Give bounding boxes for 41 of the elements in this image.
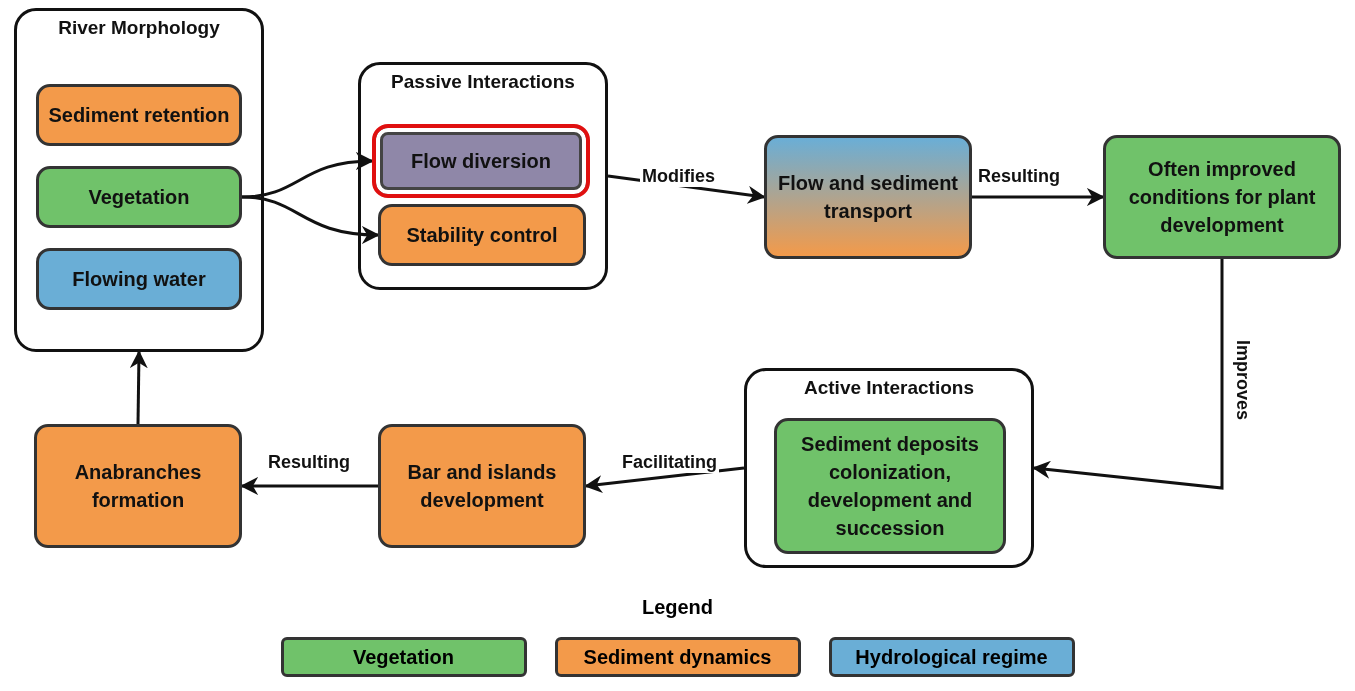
node-label: Vegetation	[88, 185, 190, 210]
arrow	[240, 477, 378, 495]
group-box	[744, 368, 1034, 568]
arrow	[241, 195, 380, 244]
legend-title: Legend	[641, 596, 714, 619]
process-box	[764, 135, 972, 259]
group-title: River Morphology	[58, 17, 220, 39]
edge-label: Modifies	[640, 166, 717, 187]
process-box	[774, 418, 1006, 554]
legend-label: Sediment dynamics	[583, 645, 772, 669]
group-title: Active Interactions	[804, 377, 974, 399]
process-box	[1103, 135, 1341, 259]
node-label: Sediment retention	[48, 103, 230, 128]
arrow	[972, 188, 1105, 206]
arrow	[241, 152, 374, 199]
edge-label: Resulting	[976, 166, 1062, 187]
group-title: Passive Interactions	[391, 71, 575, 93]
arrow	[584, 466, 745, 494]
legend-label: Hydrological regime	[855, 645, 1048, 669]
node-label: Sediment deposits colonization, development and succession	[800, 432, 980, 541]
process-box	[372, 124, 590, 198]
process-box	[34, 424, 242, 548]
process-box	[36, 166, 242, 228]
legend-label: Vegetation	[352, 645, 455, 669]
node-label: Flow and sediment transport	[777, 171, 959, 224]
group-box	[14, 8, 264, 352]
edge-label: Facilitating	[620, 452, 719, 473]
process-box	[36, 84, 242, 146]
node-label: Stability control	[406, 223, 558, 248]
process-box	[378, 424, 586, 548]
group-box	[358, 62, 608, 290]
node-label: Often improved conditions for plant development	[1127, 157, 1317, 238]
arrow	[1032, 259, 1224, 490]
process-box	[378, 204, 586, 266]
node-label: Anabranches formation	[73, 460, 203, 513]
process-box	[36, 248, 242, 310]
node-label: Flow diversion	[411, 149, 551, 174]
node-label: Flowing water	[72, 267, 206, 292]
node-label: Bar and islands development	[406, 460, 558, 513]
arrow	[129, 350, 148, 425]
edge-label: Resulting	[266, 452, 352, 473]
